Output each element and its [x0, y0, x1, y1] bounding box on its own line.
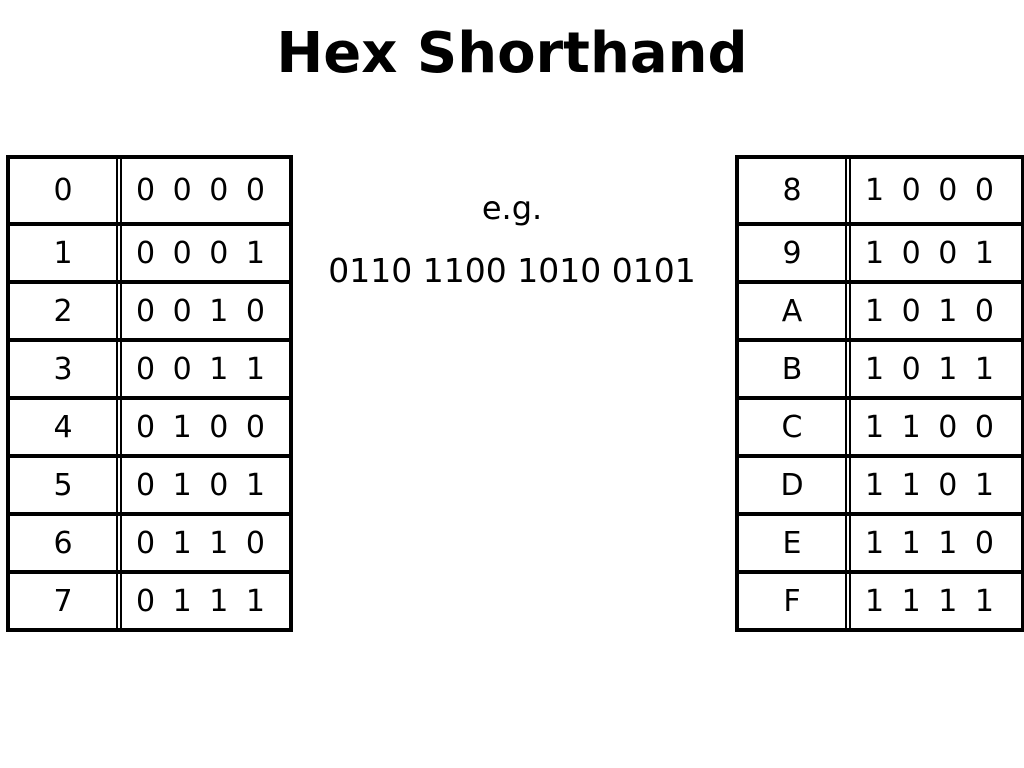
hex-digit: 9: [739, 226, 851, 280]
table-row: 6 0 1 1 0: [10, 512, 289, 570]
table-row: 2 0 0 1 0: [10, 280, 289, 338]
hex-digit: 7: [10, 574, 122, 628]
hex-digit: 2: [10, 284, 122, 338]
binary-value: 0 0 0 1: [136, 235, 265, 271]
hex-digit: 6: [10, 516, 122, 570]
hex-digit: F: [739, 574, 851, 628]
table-row: C 1 1 0 0: [739, 396, 1021, 454]
hex-digit: 1: [10, 226, 122, 280]
binary-value: 0 1 0 1: [136, 467, 265, 503]
binary-value: 1 1 0 0: [865, 409, 994, 445]
table-row: F 1 1 1 1: [739, 570, 1021, 628]
hex-digit: D: [739, 458, 851, 512]
hex-digit: 4: [10, 400, 122, 454]
table-row: 9 1 0 0 1: [739, 222, 1021, 280]
hex-digit: 5: [10, 458, 122, 512]
table-row: B 1 0 1 1: [739, 338, 1021, 396]
hex-digit: C: [739, 400, 851, 454]
table-row: 1 0 0 0 1: [10, 222, 289, 280]
hex-digit: E: [739, 516, 851, 570]
binary-value: 1 1 1 0: [865, 525, 994, 561]
binary-value: 1 1 0 1: [865, 467, 994, 503]
binary-value: 0 1 0 0: [136, 409, 265, 445]
binary-value: 1 0 0 1: [865, 235, 994, 271]
hex-table-0-7: 0 0 0 0 0 1 0 0 0 1 2 0 0 1 0 3 0 0 1 1 …: [6, 155, 293, 632]
table-row: 4 0 1 0 0: [10, 396, 289, 454]
table-row: 7 0 1 1 1: [10, 570, 289, 628]
table-row: 3 0 0 1 1: [10, 338, 289, 396]
binary-value: 0 0 1 1: [136, 351, 265, 387]
binary-value: 0 1 1 1: [136, 583, 265, 619]
hex-digit: 0: [10, 159, 122, 222]
table-row: 5 0 1 0 1: [10, 454, 289, 512]
binary-value: 1 0 1 1: [865, 351, 994, 387]
hex-digit: B: [739, 342, 851, 396]
example-label: e.g.: [481, 189, 543, 227]
binary-value: 1 1 1 1: [865, 583, 994, 619]
table-row: A 1 0 1 0: [739, 280, 1021, 338]
binary-value: 0 0 1 0: [136, 293, 265, 329]
table-row: E 1 1 1 0: [739, 512, 1021, 570]
table-row: 0 0 0 0 0: [10, 159, 289, 222]
hex-digit: A: [739, 284, 851, 338]
hex-digit: 8: [739, 159, 851, 222]
binary-value: 1 0 0 0: [865, 173, 994, 208]
table-row: D 1 1 0 1: [739, 454, 1021, 512]
hex-digit: 3: [10, 342, 122, 396]
example-binary-value: 0110 1100 1010 0101: [328, 251, 696, 290]
binary-value: 1 0 1 0: [865, 293, 994, 329]
table-row: 8 1 0 0 0: [739, 159, 1021, 222]
binary-value: 0 1 1 0: [136, 525, 265, 561]
page-title: Hex Shorthand: [276, 21, 748, 86]
binary-value: 0 0 0 0: [136, 173, 265, 208]
hex-table-8-f: 8 1 0 0 0 9 1 0 0 1 A 1 0 1 0 B 1 0 1 1 …: [735, 155, 1024, 632]
